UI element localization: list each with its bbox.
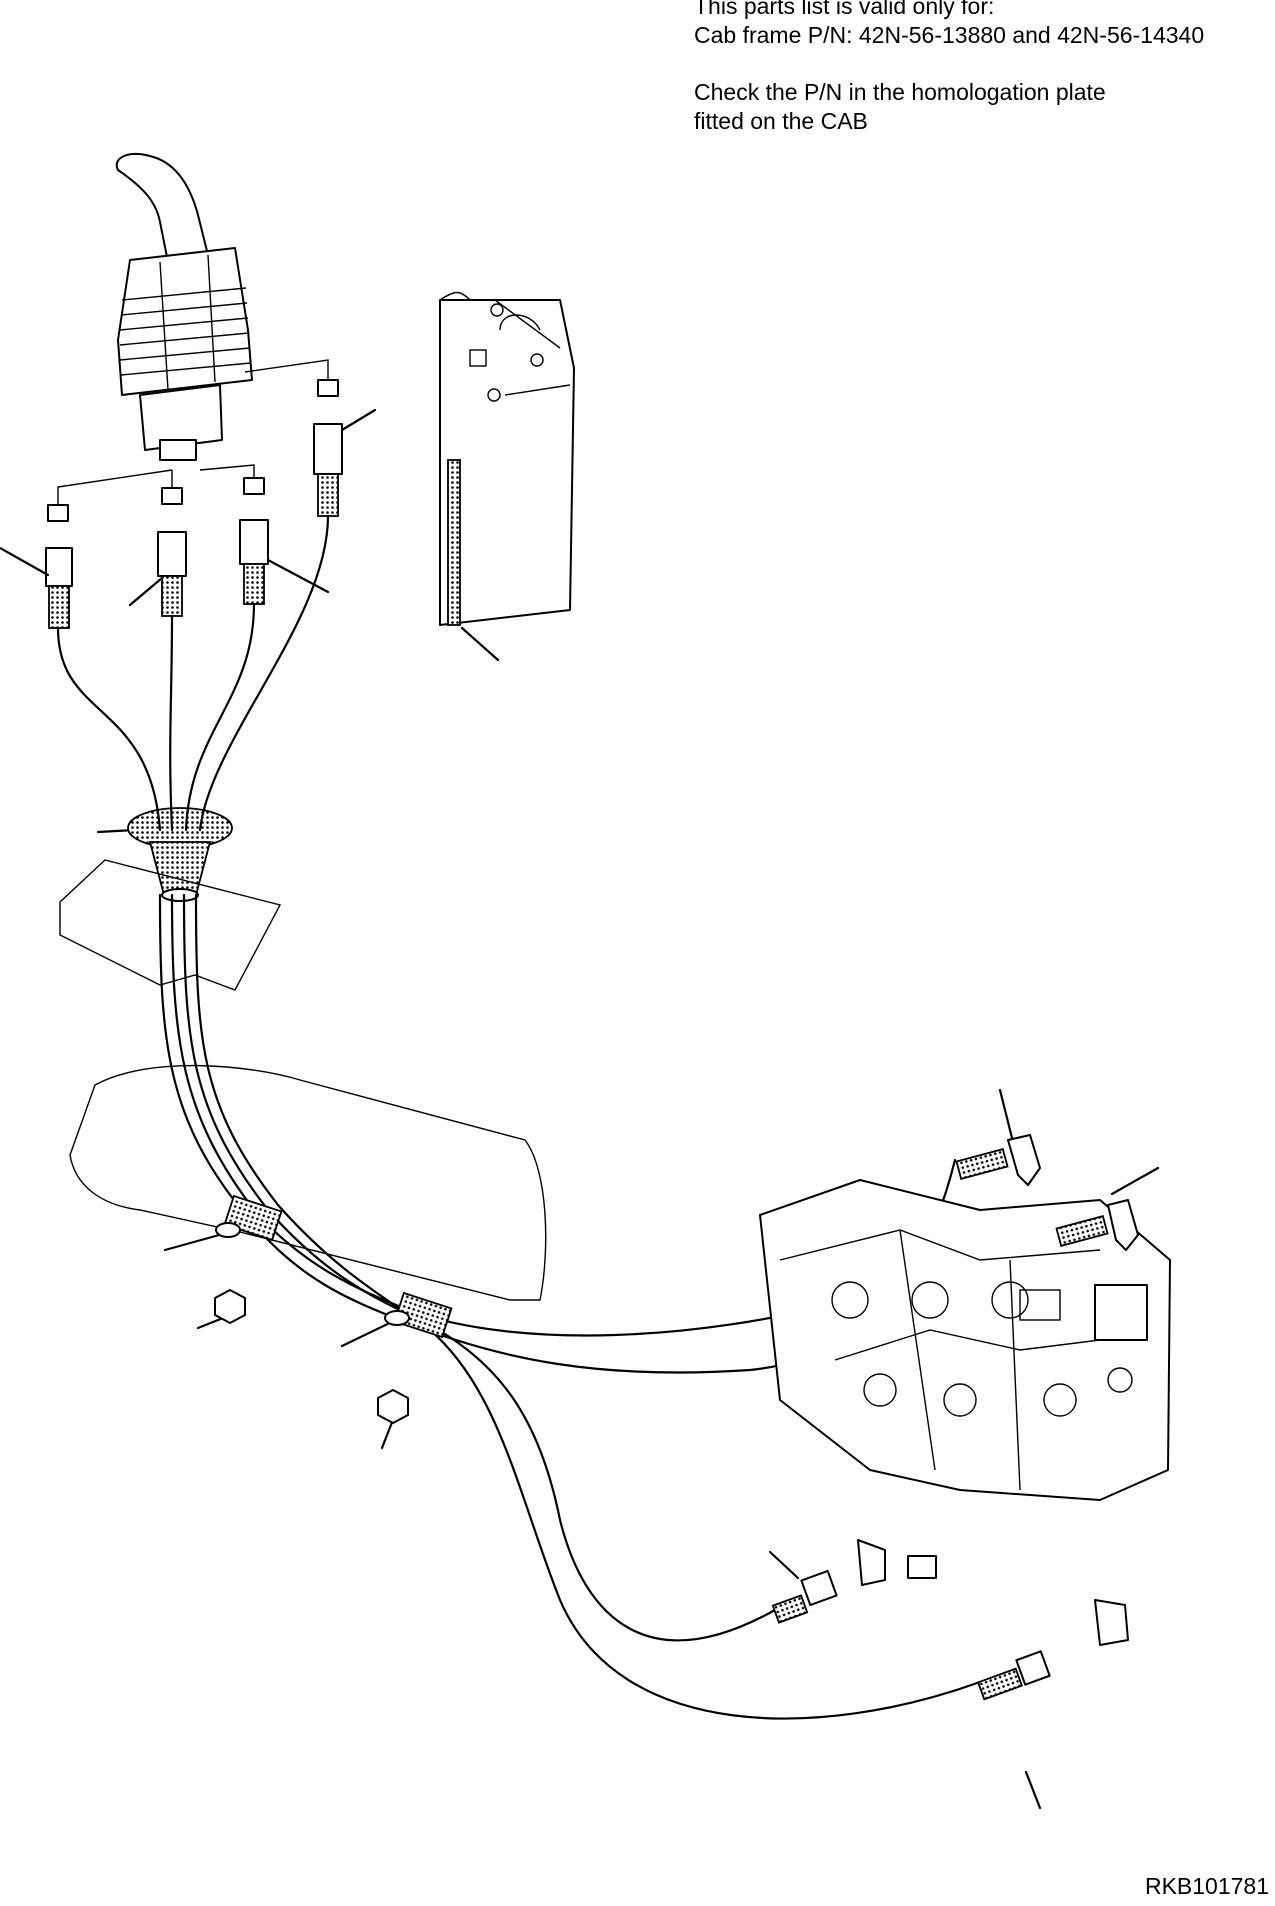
check-note: Check the P/N in the homologation plate … <box>694 78 1106 136</box>
hose-fitting-2 <box>157 487 187 617</box>
valve-sensor-connector <box>907 1555 937 1579</box>
nut-1 <box>214 1289 246 1324</box>
valve-elbow-fitting-1 <box>955 1134 1041 1186</box>
validity-note-line-2: Cab frame P/N: 42N-56-13880 and 42N-56-1… <box>694 22 1205 48</box>
hose-fitting-3 <box>239 477 269 605</box>
hose-clamp-2 <box>384 1291 453 1339</box>
hose-bundle <box>56 514 1062 1720</box>
control-valve <box>759 1179 1171 1501</box>
check-note-line-1: Check the P/N in the homologation plate <box>694 79 1106 105</box>
floor-plate <box>59 859 282 991</box>
joystick-lever <box>115 152 253 461</box>
fitting-leader-lines <box>57 359 329 505</box>
hose-fitting-1 <box>45 504 73 629</box>
valve-elbow-fitting-2 <box>1055 1199 1139 1251</box>
grommet <box>127 807 233 902</box>
validity-note: This parts list is valid only for: Cab f… <box>694 0 1204 50</box>
callout-leaders <box>0 408 1160 1810</box>
hose-clamp-1 <box>215 1194 283 1242</box>
hose-fitting-4 <box>313 379 343 517</box>
check-note-line-2: fitted on the CAB <box>694 108 868 134</box>
cab-floor-panel <box>69 1064 547 1301</box>
valve-elbow-fitting-3 <box>771 1539 886 1624</box>
cab-frame-pillar <box>439 291 575 626</box>
validity-note-line-1: This parts list is valid only for: <box>694 0 995 19</box>
drawing-code: RKB101781 <box>1144 1873 1269 1899</box>
valve-elbow-fitting-4 <box>976 1599 1129 1701</box>
nut-2 <box>377 1389 409 1424</box>
